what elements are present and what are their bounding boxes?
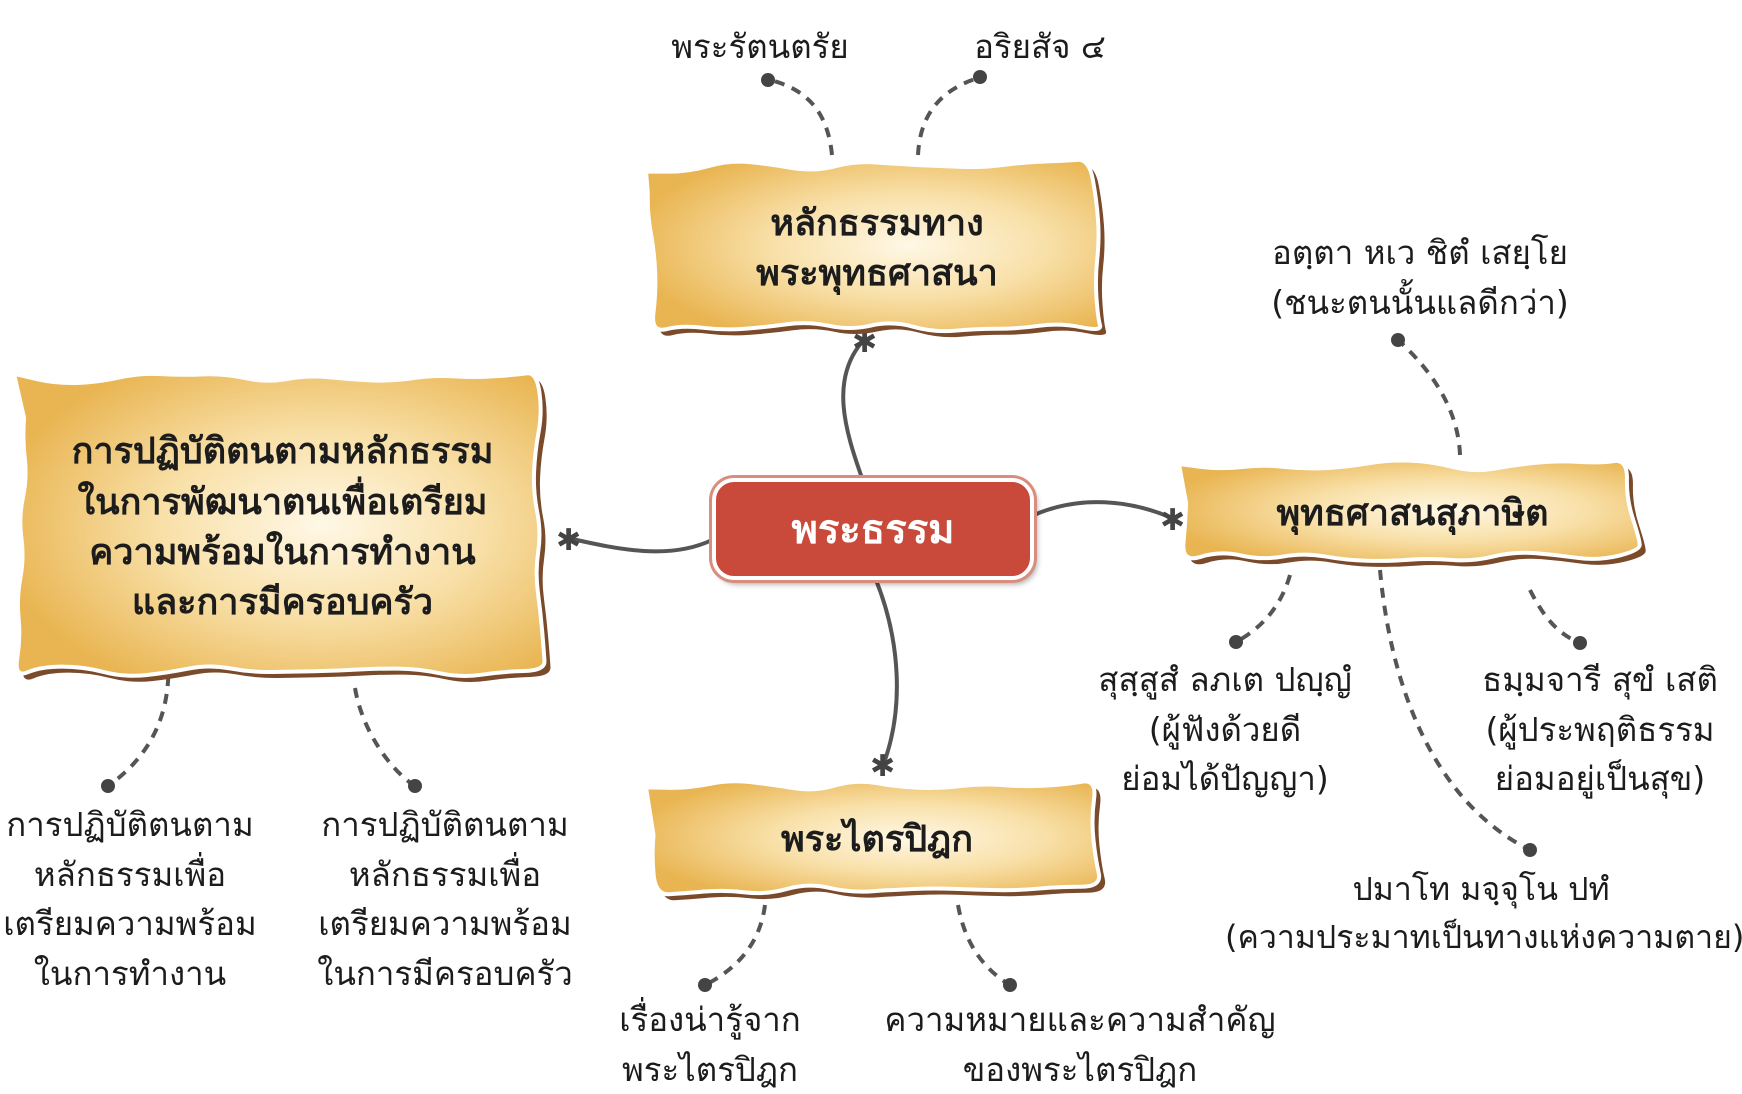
node-fill bbox=[643, 779, 1102, 897]
dot-triplegem bbox=[761, 73, 775, 87]
link-center-proverbs bbox=[1033, 500, 1173, 520]
link-doctrine-truths bbox=[916, 76, 979, 156]
node-proverbs: พุทธศาสนสุภาษิต bbox=[1175, 455, 1650, 573]
dot-practice-work bbox=[101, 779, 115, 793]
node-doctrine-label: หลักธรรมทาง พระพุทธศาสนา bbox=[756, 202, 998, 294]
dot-sussusam bbox=[1229, 635, 1243, 649]
node-fill bbox=[1176, 458, 1642, 563]
leaf-dhammacari: ธมฺมจารี สุขํ เสติ (ผู้ประพฤติธรรม ย่อมอ… bbox=[1482, 660, 1718, 798]
node-proverbs-label: พุทธศาสนสุภาษิต bbox=[1276, 492, 1549, 534]
node-tripitaka-label: พระไตรปิฎก bbox=[780, 818, 974, 860]
center-node: พระธรรม bbox=[712, 478, 1034, 580]
node-tripitaka: พระไตรปิฎก bbox=[642, 775, 1112, 905]
leaf-pamado: ปมาโท มจฺจุโน ปทํ (ความประมาทเป็นทางแห่ง… bbox=[1225, 870, 1742, 956]
dot-truths bbox=[973, 70, 987, 84]
marker-tripitaka: ✱ bbox=[870, 749, 895, 784]
leaf-practice-work: การปฏิบัติตนตาม หลักธรรมเพื่อ เตรียมความ… bbox=[3, 805, 257, 993]
node-shape bbox=[643, 779, 1106, 901]
node-practice-label: การปฏิบัติตนตามหลักธรรม ในการพัฒนาตนเพื่… bbox=[71, 431, 494, 624]
link-proverbs-attadanta bbox=[1396, 338, 1462, 456]
node-shape bbox=[1176, 458, 1646, 567]
dot-dhammacari bbox=[1573, 636, 1587, 650]
node-doctrine: หลักธรรมทาง พระพุทธศาสนา bbox=[642, 155, 1112, 343]
marker-proverbs: ✱ bbox=[1160, 503, 1185, 538]
node-shape bbox=[11, 371, 551, 682]
node-shape bbox=[643, 157, 1107, 338]
link-proverbs-pamado bbox=[1378, 569, 1531, 852]
link-doctrine-triplegem bbox=[769, 78, 834, 156]
link-center-doctrine bbox=[841, 340, 864, 479]
dot-practice-family bbox=[408, 779, 422, 793]
leaf-sussusam: สุสฺสูสํ ลภเต ปญฺญํ (ผู้ฟังด้วยดี ย่อมได… bbox=[1098, 660, 1352, 798]
dot-pamado bbox=[1523, 843, 1537, 857]
link-tripitaka-meaning bbox=[956, 904, 1012, 987]
node-practice: การปฏิบัติตนตามหลักธรรม ในการพัฒนาตนเพื่… bbox=[10, 368, 555, 688]
center-label: พระธรรม bbox=[791, 507, 955, 553]
leaf-attadanta: อตฺตา หเว ชิตํ เสยฺโย (ชนะตนนั้นแลดีกว่า… bbox=[1271, 233, 1569, 322]
leaf-four-noble-truths: อริยสัจ ๔ bbox=[974, 27, 1106, 66]
dot-tripitaka-meaning bbox=[1003, 978, 1017, 992]
marker-practice: ✱ bbox=[556, 523, 581, 558]
node-fill bbox=[11, 371, 547, 678]
node-fill bbox=[643, 157, 1103, 334]
link-center-tripitaka bbox=[874, 579, 899, 769]
leaf-tripitaka-stories: เรื่องน่ารู้จาก พระไตรปิฎก bbox=[619, 1000, 801, 1089]
link-tripitaka-stories bbox=[704, 904, 767, 987]
leaf-practice-family: การปฏิบัติตนตาม หลักธรรมเพื่อ เตรียมความ… bbox=[317, 805, 573, 993]
dot-attadanta bbox=[1391, 333, 1405, 347]
link-practice-family bbox=[353, 687, 417, 788]
leaf-tripitaka-meaning: ความหมายและความสำคัญ ของพระไตรปิฎก bbox=[884, 1000, 1276, 1089]
leaf-triple-gem: พระรัตนตรัย bbox=[671, 27, 849, 66]
link-proverbs-dhammacari bbox=[1528, 589, 1581, 645]
dot-tripitaka-stories bbox=[698, 978, 712, 992]
link-center-practice bbox=[567, 536, 713, 554]
link-proverbs-sussusam bbox=[1235, 574, 1292, 644]
